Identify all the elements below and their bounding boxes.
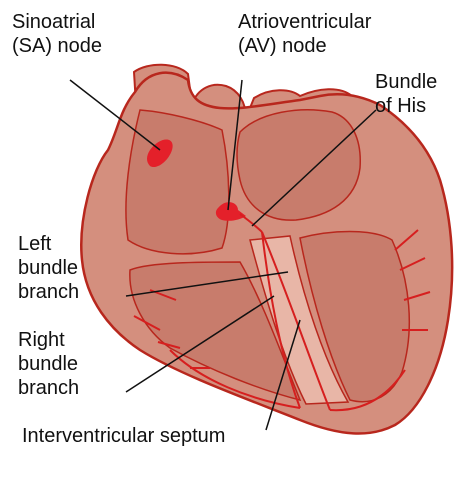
- label-right-bundle-line3: branch: [18, 377, 80, 399]
- label-right-bundle-branch: Right bundle branch: [18, 328, 79, 400]
- left-purkinje: [329, 229, 431, 412]
- label-left-bundle-line2: bundle: [18, 257, 79, 279]
- label-left-bundle-line1: Left: [18, 233, 52, 255]
- label-left-bundle-branch: Left bundle branch: [18, 232, 79, 304]
- leader-av-node: [227, 79, 243, 211]
- right-atrium: [125, 109, 230, 255]
- av-node: [215, 202, 246, 221]
- label-sa-node-line1: Sinoatrial: [12, 11, 96, 33]
- leader-left-bundle: [125, 271, 289, 297]
- label-interventricular-septum: Interventricular septum: [22, 425, 226, 447]
- label-bundle-of-his-line2: of His: [375, 95, 427, 117]
- label-av-node-line1: Atrioventricular: [238, 11, 372, 33]
- label-av-node: Atrioventricular (AV) node: [238, 10, 371, 58]
- right-ventricle: [129, 261, 302, 402]
- leader-right-bundle: [125, 295, 275, 393]
- label-av-node-line2: (AV) node: [238, 35, 327, 57]
- conduction-pathways: [133, 213, 431, 412]
- label-bundle-of-his: Bundle of His: [375, 70, 437, 118]
- interventricular-septum: [249, 235, 350, 405]
- leader-septum: [265, 319, 301, 431]
- sa-node: [147, 139, 173, 168]
- left-atrium: [236, 109, 361, 221]
- right-bundle-path: [261, 231, 301, 409]
- left-bundle-path: [261, 231, 331, 411]
- leader-bundle-of-his: [251, 109, 377, 227]
- left-ventricle: [299, 230, 410, 403]
- label-left-bundle-line3: branch: [18, 281, 80, 303]
- leader-sa-node: [69, 79, 161, 151]
- label-sa-node: Sinoatrial (SA) node: [12, 10, 102, 58]
- label-bundle-of-his-line1: Bundle: [375, 71, 438, 93]
- label-sa-node-line2: (SA) node: [12, 35, 103, 57]
- right-purkinje: [133, 289, 301, 409]
- bundle-of-his-path: [239, 213, 263, 233]
- label-right-bundle-line1: Right: [18, 329, 65, 351]
- leader-lines: [69, 79, 377, 431]
- label-right-bundle-line2: bundle: [18, 353, 79, 375]
